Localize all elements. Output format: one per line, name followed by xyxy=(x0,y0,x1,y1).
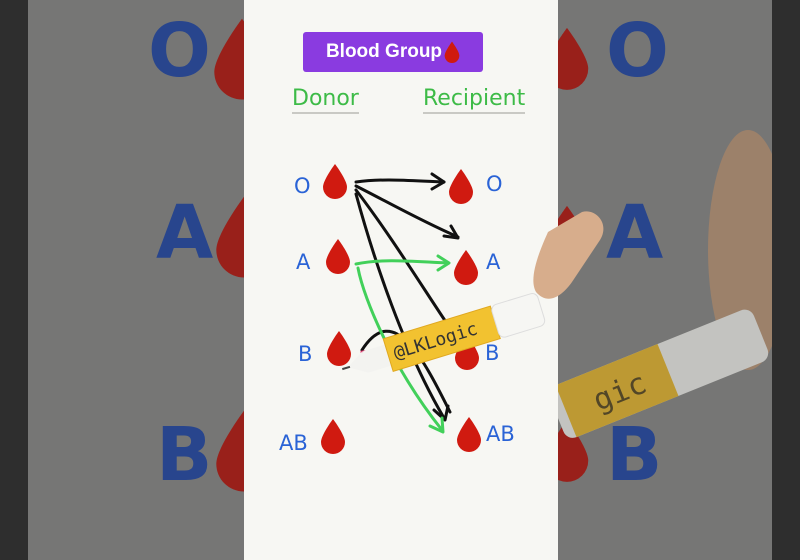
background-right-panel: O A B gic xyxy=(558,0,772,560)
bg-letter-a-left: A xyxy=(156,196,213,270)
blood-drop-icon xyxy=(558,186,590,286)
bg-letter-a-right: A xyxy=(606,196,663,270)
blood-drop-icon xyxy=(212,8,244,108)
blood-drop-icon xyxy=(214,186,244,286)
blood-drop-icon xyxy=(558,8,590,108)
hand-and-pen-blurred: gic xyxy=(558,0,772,560)
arrow-a-to-a xyxy=(356,261,448,264)
bg-letter-b-left: B xyxy=(156,418,212,492)
compatibility-arrows xyxy=(244,0,558,560)
pen-watermark-bg: gic xyxy=(588,366,651,419)
bg-letter-o-left: O xyxy=(148,14,211,88)
blood-drop-icon xyxy=(214,400,244,500)
blood-drop-icon xyxy=(558,400,590,500)
whiteboard: Blood Group Donor Recipient O A B AB O A… xyxy=(244,0,558,560)
arrow-o-to-o xyxy=(356,180,444,182)
background-left-panel: O A B xyxy=(28,0,244,560)
bg-letter-b-right: B xyxy=(606,418,662,492)
bg-letter-o-right: O xyxy=(606,14,669,88)
